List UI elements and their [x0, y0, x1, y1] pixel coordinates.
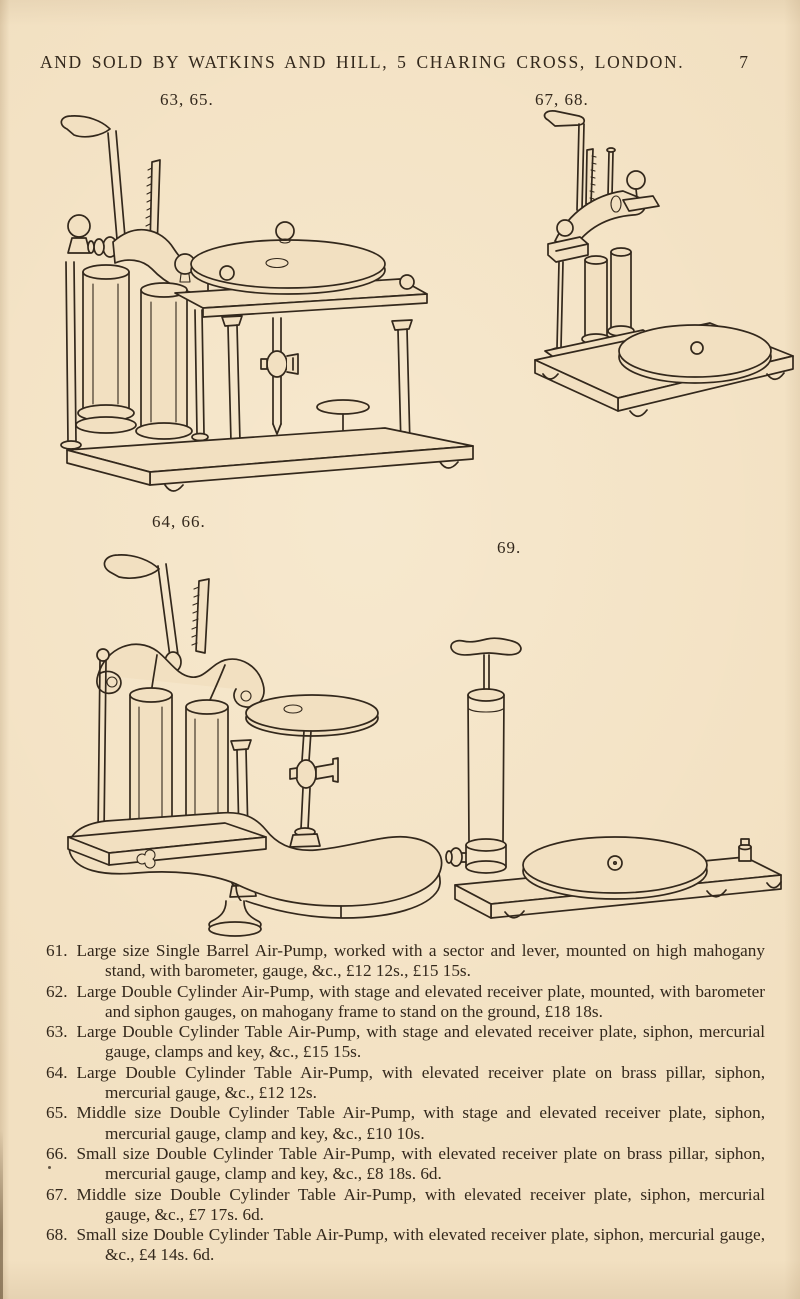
item-number: 65. — [46, 1103, 68, 1123]
page-number: 7 — [739, 52, 748, 72]
item-description: Large Double Cylinder Table Air-Pump, wi… — [76, 1062, 765, 1103]
item-number: 61. — [46, 941, 68, 960]
item-description: Middle size Double Cylinder Table Air-Pu… — [76, 1184, 765, 1224]
catalog-item: 63. Large Double Cylinder Table Air-Pump,… — [46, 1022, 765, 1063]
catalog-item: 66. Small size Double Cylinder Table Air-… — [46, 1144, 765, 1185]
item-number: 62. — [46, 981, 68, 1001]
item-number: 64. — [46, 1062, 68, 1082]
air-pump-69-illustration — [445, 637, 782, 919]
figure-63-65 — [55, 112, 485, 522]
item-description: Small size Double Cylinder Table Air-Pum… — [76, 1143, 765, 1184]
catalog-item: 67. Middle size Double Cylinder Table Air… — [46, 1185, 765, 1226]
item-description: Large Double Cylinder Table Air-Pump, wi… — [76, 1022, 765, 1062]
figure-67-68 — [495, 108, 800, 503]
item-number: 63. — [46, 1022, 68, 1042]
scan-page-edge — [0, 1130, 3, 1299]
figure-label-69: 69. — [497, 538, 522, 557]
figure-label-67-68: 67, 68. — [535, 90, 589, 109]
item-description: Large size Single Barrel Air-Pump, worke… — [76, 941, 765, 981]
item-number: 67. — [46, 1184, 68, 1204]
figure-69 — [445, 595, 790, 940]
figure-label-64-66: 64, 66. — [152, 512, 206, 531]
catalog-item: 68. Small size Double Cylinder Table Air-… — [46, 1225, 765, 1266]
item-description: Middle size Double Cylinder Table Air-Pu… — [76, 1103, 765, 1143]
item-number: 68. — [46, 1225, 68, 1245]
item-number: 66. — [46, 1143, 68, 1163]
air-pump-63-65-illustration — [60, 115, 474, 492]
print-artifact-dot — [48, 1166, 51, 1169]
figure-64-66 — [50, 535, 470, 940]
catalog-item: 65. Middle size Double Cylinder Table Air… — [46, 1103, 765, 1144]
running-header: AND SOLD BY WATKINS AND HILL, 5 CHARING … — [40, 52, 685, 72]
air-pump-64-66-illustration — [67, 554, 443, 937]
catalog-list: 61. Large size Single Barrel Air-Pump, wo… — [46, 941, 765, 1266]
item-description: Small size Double Cylinder Table Air-Pum… — [76, 1225, 765, 1265]
air-pump-67-68-illustration — [534, 110, 794, 418]
catalog-item: 64. Large Double Cylinder Table Air-Pump,… — [46, 1063, 765, 1104]
figure-label-63-65: 63, 65. — [160, 90, 214, 109]
catalog-item: 62. Large Double Cylinder Air-Pump, with … — [46, 982, 765, 1023]
item-description: Large Double Cylinder Air-Pump, with sta… — [76, 981, 765, 1021]
catalog-item: 61. Large size Single Barrel Air-Pump, wo… — [46, 941, 765, 982]
